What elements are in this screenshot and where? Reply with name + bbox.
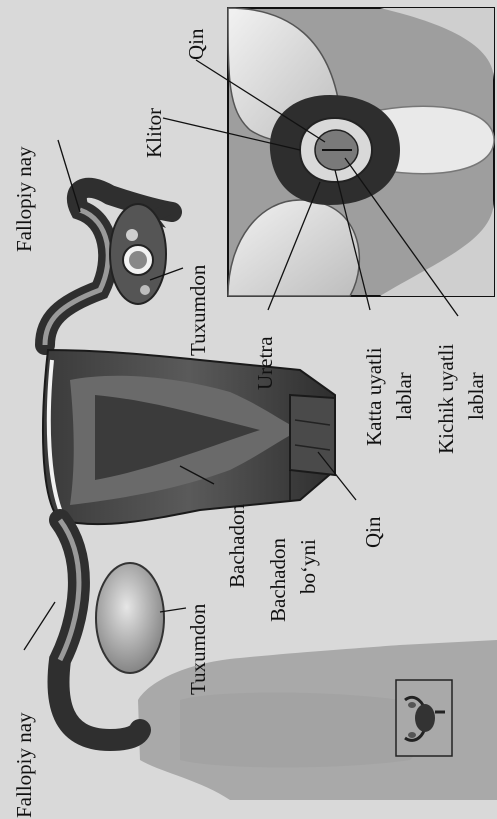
label-bachadon-boyni-1: Bachadon (266, 538, 290, 622)
ovary-bottom (96, 563, 164, 673)
vagina-canal (290, 395, 335, 475)
label-uretra: Uretra (253, 336, 277, 390)
label-kichik-2: lablar (464, 372, 488, 420)
label-katta-1: Katta uyatli (362, 347, 386, 446)
label-klitor: Klitor (142, 108, 166, 158)
label-bachadon: Bachadon (225, 504, 249, 588)
label-qin-uterus: Qin (361, 516, 385, 548)
label-kichik-1: Kichik uyatli (434, 344, 458, 454)
label-tuxumdon-top: Tuxumdon (186, 264, 210, 356)
label-fallopiy-nay-top: Fallopiy nay (12, 146, 36, 252)
label-tuxumdon-bottom: Tuxumdon (186, 603, 210, 695)
vulva-inset (228, 8, 494, 296)
label-qin-vulva: Qin (184, 28, 208, 60)
label-bachadon-boyni-2: bo‘yni (296, 539, 320, 594)
label-fallopiy-nay-bottom: Fallopiy nay (12, 712, 36, 818)
label-katta-2: lablar (392, 372, 416, 420)
